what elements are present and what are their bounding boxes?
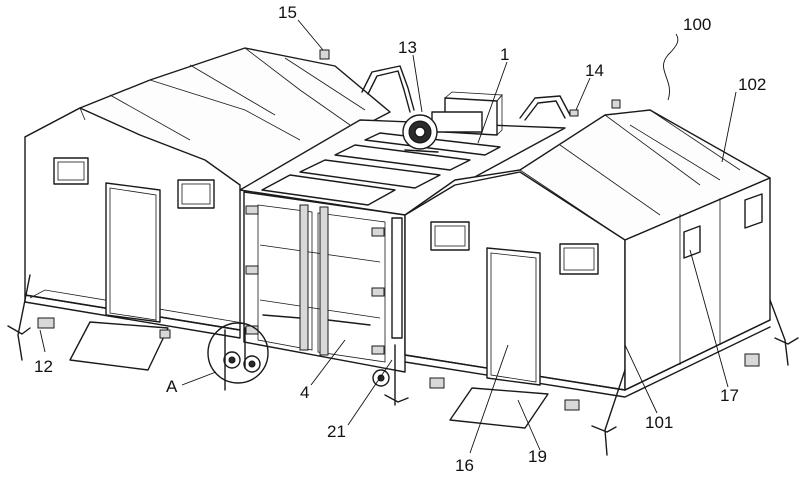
label-1: 1 [500,45,509,64]
label-21: 21 [327,422,346,441]
label-17: 17 [720,386,739,405]
label-15: 15 [278,3,297,22]
label-4: 4 [300,383,309,402]
right-cabin-door-16 [487,248,540,385]
label-13: 13 [398,38,417,57]
right-cabin-window-2 [560,244,598,274]
right-ramp-19 [450,388,548,428]
side-window-17 [684,226,700,258]
right-hose-14 [520,96,578,120]
label-12: 12 [34,357,53,376]
label-100: 100 [683,15,711,34]
left-foot-1 [38,318,54,328]
label-a: A [166,377,178,396]
label-19: 19 [528,447,547,466]
label-102: 102 [738,75,766,94]
left-cabin-door [106,183,160,322]
label-14: 14 [585,61,604,80]
label-101: 101 [645,413,673,432]
side-rail-21 [392,218,402,338]
left-ramp [70,322,168,370]
leader-100 [663,34,677,100]
label-16: 16 [455,456,474,475]
